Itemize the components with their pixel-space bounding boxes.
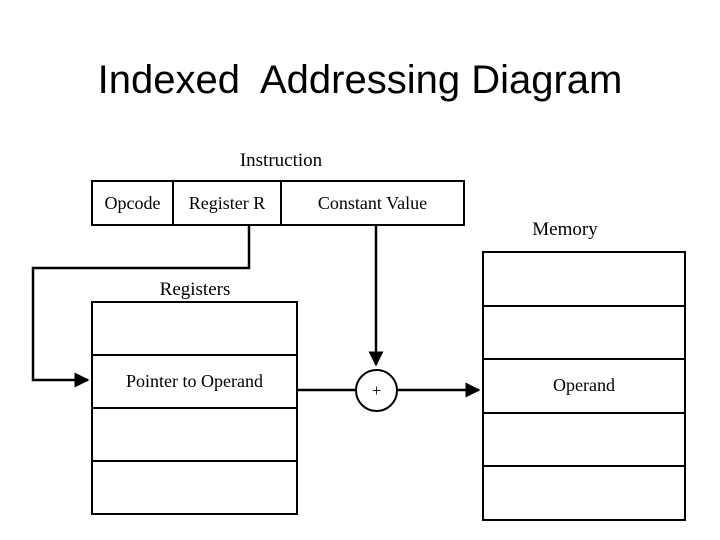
instruction-caption: Instruction — [239, 150, 323, 171]
memory-table: Operand — [482, 251, 686, 521]
instruction-word-box: Opcode Register R Constant Value — [91, 180, 465, 226]
adder-node: + — [355, 369, 398, 412]
registers-caption: Registers — [159, 279, 231, 300]
memory-caption: Memory — [532, 219, 598, 240]
instruction-field-register-r: Register R — [172, 182, 280, 224]
register-cell-3 — [93, 460, 296, 513]
memory-cell-3 — [484, 411, 684, 466]
memory-cell-1 — [484, 304, 684, 359]
registers-table: Pointer to Operand — [91, 301, 298, 515]
instruction-field-constant-value: Constant Value — [280, 182, 463, 224]
register-cell-0 — [93, 303, 296, 354]
memory-cell-operand: Operand — [484, 358, 684, 412]
memory-cell-0 — [484, 253, 684, 305]
plus-icon: + — [371, 381, 382, 400]
instruction-field-opcode: Opcode — [104, 192, 161, 213]
register-cell-2 — [93, 407, 296, 460]
register-cell-pointer-to-operand: Pointer to Operand — [93, 354, 296, 407]
page-title: Indexed Addressing Diagram — [97, 58, 623, 102]
memory-cell-4 — [484, 465, 684, 519]
